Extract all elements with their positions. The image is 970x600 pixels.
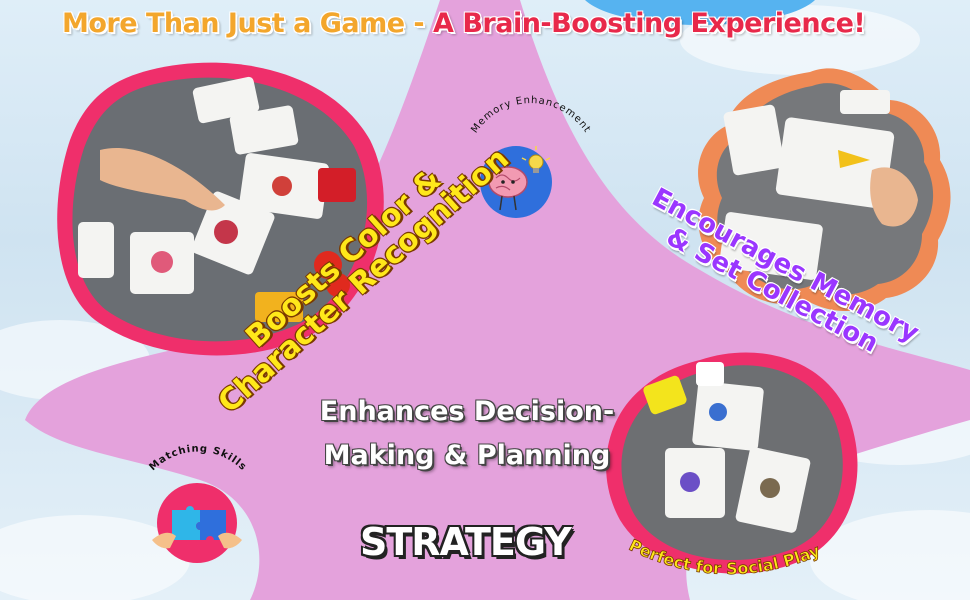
strategy-label: STRATEGY: [360, 520, 572, 564]
photo-cards-on-table: [606, 352, 858, 574]
matching-skills-badge: [152, 483, 242, 563]
decision-line1: Enhances Decision-: [319, 396, 615, 427]
photo-kids-pointing-card: [57, 62, 384, 356]
top-blue-blob: [585, 0, 815, 25]
photo-hand-holding-card: [698, 68, 951, 312]
headline-part2: A Brain-Boosting Experience!: [433, 8, 866, 39]
brain-with-lightbulb-icon: [488, 146, 551, 211]
memory-enhancement-badge: [480, 146, 552, 218]
decision-making-label: Enhances Decision- Making & Planning: [312, 390, 622, 478]
headline-part1: More Than Just a Game -: [62, 8, 434, 39]
decision-line2: Making & Planning: [323, 440, 611, 471]
puzzle-hands-icon: [152, 506, 242, 549]
headline: More Than Just a Game - A Brain-Boosting…: [62, 8, 962, 39]
